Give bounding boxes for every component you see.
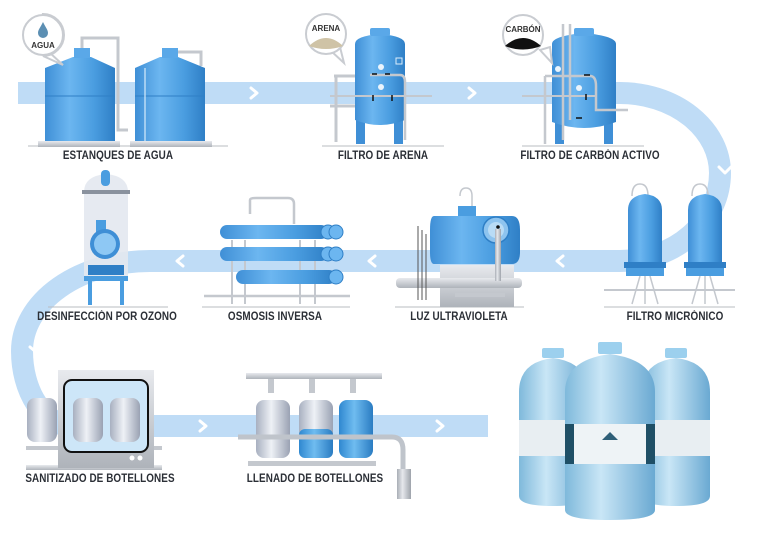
stage-label-filtro-de-carbon-activo: FILTRO DE CARBÓN ACTIVO: [520, 150, 660, 162]
bottle-grey: [110, 398, 140, 442]
product-bottles: [519, 342, 710, 520]
carbon-pile-icon: [505, 38, 541, 50]
stage-label-luz-ultravioleta: LUZ ULTRAVIOLETA: [410, 311, 508, 323]
stage-filtro-de-arena: ARENA: [305, 13, 444, 147]
chevron-left-icon: [367, 254, 377, 268]
chevron-right-icon: [467, 86, 477, 100]
stage-estanques-de-agua: AGUA: [22, 12, 228, 147]
stage-sanitizado-de-botellones: [26, 370, 162, 470]
bottle-empty: [256, 400, 290, 458]
chevron-right-icon: [198, 419, 208, 433]
stage-filtro-de-carbon-activo: CARBÓN: [502, 14, 644, 147]
membrane-tube: [236, 269, 344, 285]
flow-path: [10, 82, 732, 437]
bottle-full: [339, 400, 373, 458]
chevron-right-icon: [249, 86, 259, 100]
agua-bubble: AGUA: [22, 12, 65, 66]
stage-desinfeccion-por-ozono: [48, 170, 168, 308]
stage-label-filtro-micronico: FILTRO MICRÓNICO: [626, 311, 724, 323]
arena-bubble-label: ARENA: [312, 24, 341, 33]
chevron-down-icon: [717, 165, 733, 175]
stage-osmosis-inversa: [202, 196, 350, 308]
stage-label-estanques-de-agua: ESTANQUES DE AGUA: [62, 150, 174, 162]
bottle-grey: [73, 398, 103, 442]
stage-label-osmosis-inversa: OSMOSIS INVERSA: [227, 311, 323, 323]
micron-filter: [624, 183, 666, 305]
stage-luz-ultravioleta: [395, 187, 524, 308]
sand-filter-vessel: [355, 34, 405, 125]
water-tank: [135, 57, 205, 141]
stage-label-filtro-de-arena: FILTRO DE ARENA: [337, 150, 429, 162]
stage-label-sanitizado-de-botellones: SANITIZADO DE BOTELLONES: [25, 473, 175, 485]
micron-filter: [684, 183, 726, 305]
stage-filtro-micronico: [604, 183, 735, 308]
stage-label-llenado-de-botellones: LLENADO DE BOTELLONES: [246, 473, 384, 485]
water-tank: [45, 57, 115, 141]
membrane-tube: [220, 246, 344, 262]
agua-bubble-label: AGUA: [31, 41, 55, 50]
bottle-filling: [299, 400, 333, 458]
flow-arrows: [28, 86, 733, 433]
sand-pile-icon: [309, 38, 343, 49]
chevron-left-icon: [175, 254, 185, 268]
water-drop-icon: [38, 22, 48, 38]
chevron-right-icon: [435, 419, 445, 433]
arena-bubble: ARENA: [305, 13, 347, 67]
carbon-bubble-label: CARBÓN: [505, 25, 540, 34]
bottle-grey: [27, 398, 57, 442]
chevron-down-icon: [28, 345, 44, 354]
stage-llenado-de-botellones: [238, 373, 411, 499]
chevron-left-icon: [555, 254, 565, 268]
membrane-tube: [220, 224, 344, 240]
carbon-filter-vessel: [552, 33, 616, 128]
water-jug: [565, 342, 655, 520]
carbon-bubble: CARBÓN: [502, 14, 554, 66]
stage-label-desinfeccion-por-ozono: DESINFECCIÓN POR OZONO: [37, 311, 177, 323]
